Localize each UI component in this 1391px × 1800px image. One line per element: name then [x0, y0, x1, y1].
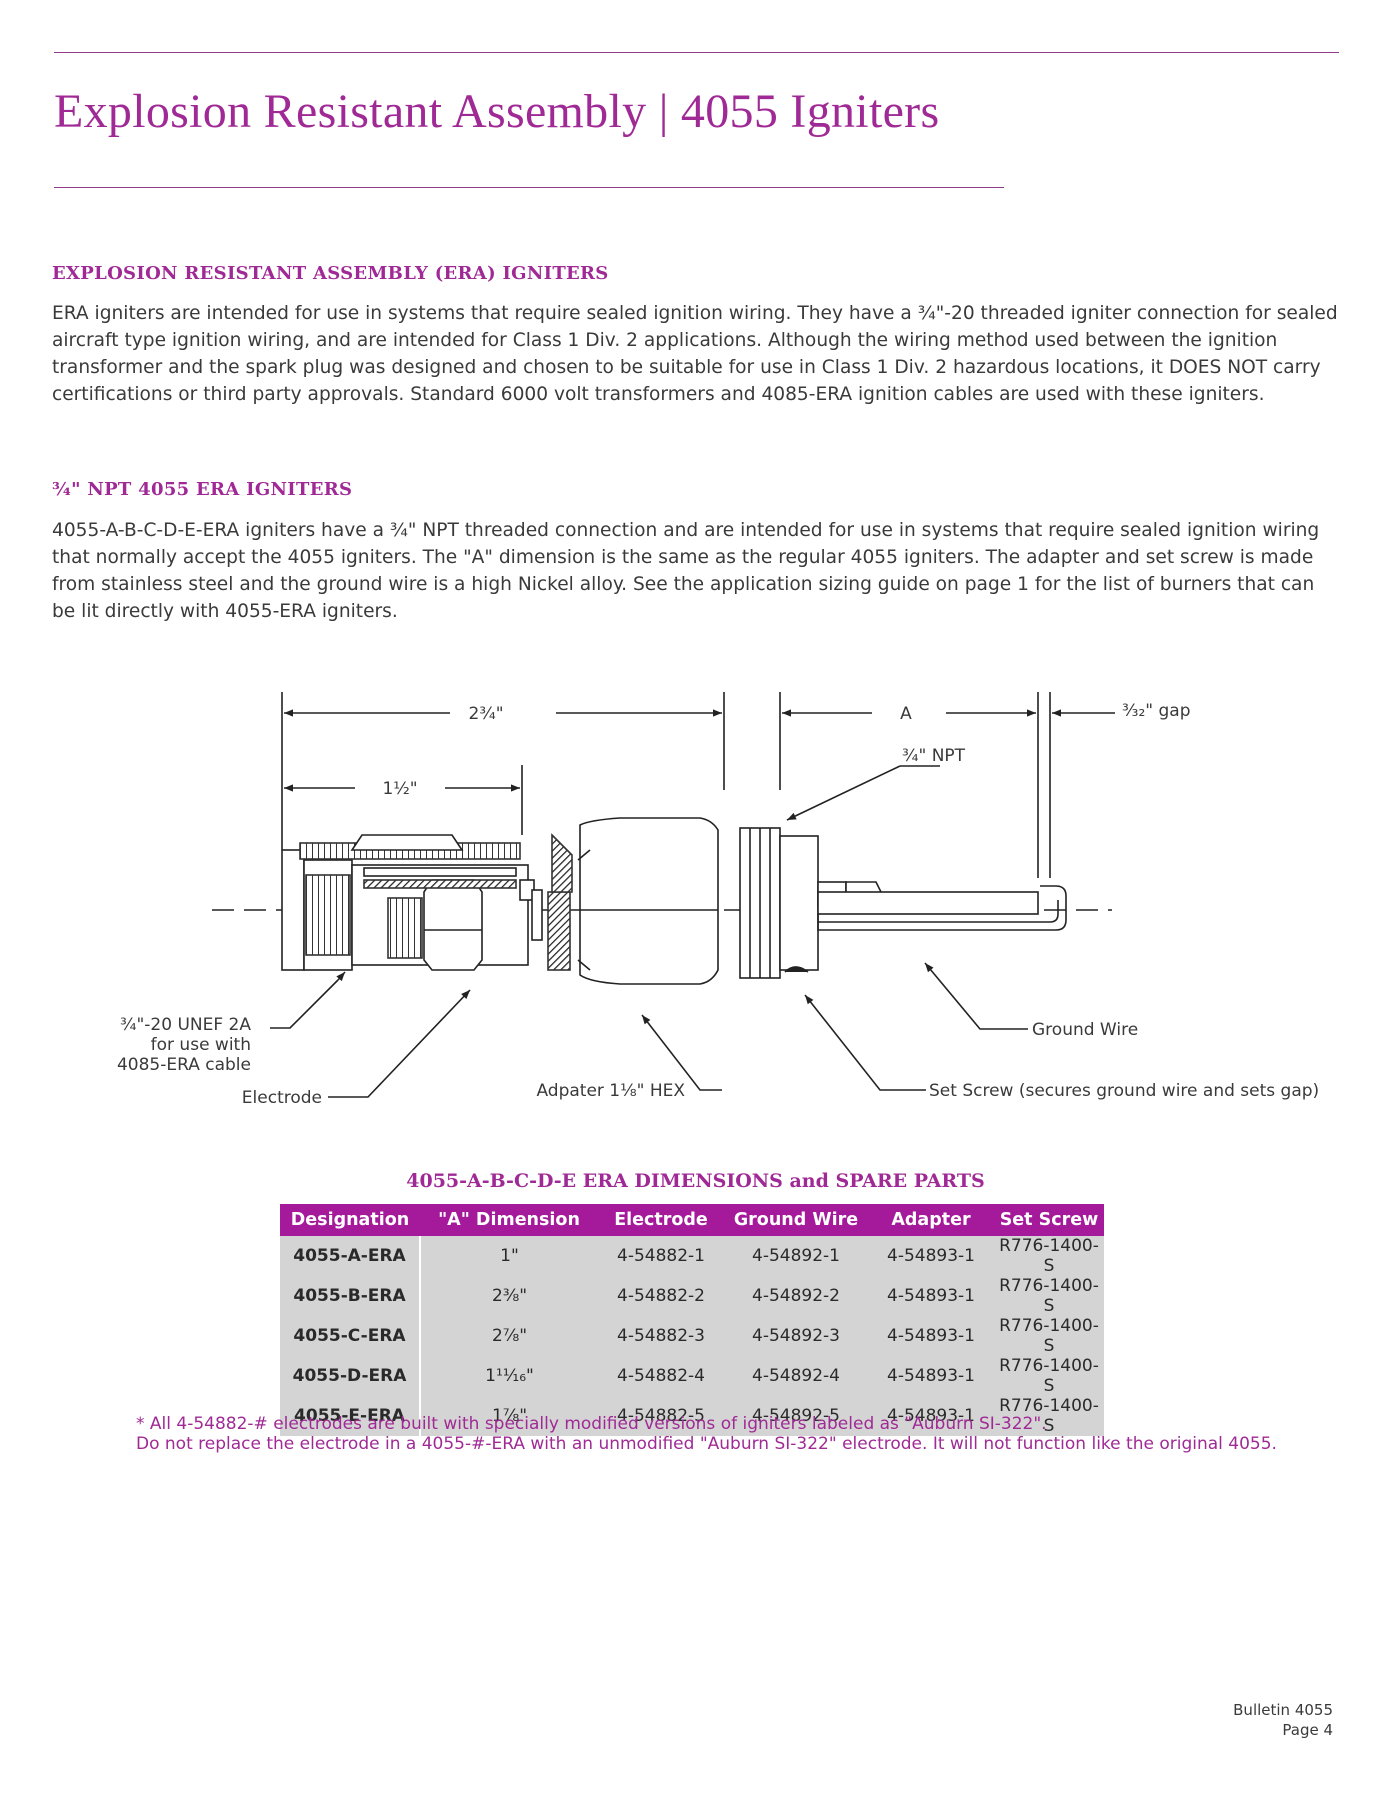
cell-a-dimension: 1¹¹⁄₁₆" — [420, 1356, 598, 1396]
cell-a-dimension: 1" — [420, 1236, 598, 1276]
table-row: 4055-B-ERA 2⅜" 4-54882-2 4-54892-2 4-548… — [280, 1276, 1104, 1316]
electrode-label: Electrode — [242, 1088, 322, 1108]
igniter-diagram: 2¾" A ³⁄₃₂" gap ¾" NPT 1½" ¾"-20 UNEF 2A… — [117, 692, 1319, 1108]
column-header-adapter: Adapter — [868, 1204, 994, 1236]
footnote-electrodes: * All 4-54882-# electrodes are built wit… — [136, 1414, 1047, 1434]
cell-set-screw: R776-1400-S — [994, 1396, 1104, 1436]
cell-set-screw: R776-1400-S — [994, 1356, 1104, 1396]
cell-designation: 4055-B-ERA — [280, 1276, 421, 1316]
dim-a-label: A — [900, 704, 912, 724]
cell-ground-wire: 4-54892-1 — [724, 1236, 868, 1276]
dim-gap-label: ³⁄₃₂" gap — [1122, 701, 1191, 721]
ground-wire-label: Ground Wire — [1032, 1020, 1138, 1040]
top-rule — [54, 52, 1339, 53]
thread-label-line1: ¾"-20 UNEF 2A — [120, 1015, 251, 1035]
section-heading-npt: ¾" NPT 4055 ERA IGNITERS — [52, 479, 353, 500]
setscrew-label: Set Screw (secures ground wire and sets … — [929, 1081, 1319, 1101]
dim-overall-label: 2¾" — [468, 704, 503, 724]
cell-designation: 4055-A-ERA — [280, 1236, 421, 1276]
footer-page-number: Page 4 — [1282, 1721, 1333, 1739]
cell-adapter: 4-54893-1 — [868, 1396, 994, 1436]
section-heading-era: EXPLOSION RESISTANT ASSEMBLY (ERA) IGNIT… — [52, 263, 609, 284]
table-row: 4055-E-ERA 1⅞" 4-54882-5 4-54892-5 4-548… — [280, 1396, 1104, 1436]
cell-set-screw: R776-1400-S — [994, 1316, 1104, 1356]
table-header-row: Designation "A" Dimension Electrode Grou… — [280, 1204, 1104, 1236]
cell-ground-wire: 4-54892-2 — [724, 1276, 868, 1316]
table-row: 4055-A-ERA 1" 4-54882-1 4-54892-1 4-5489… — [280, 1236, 1104, 1276]
cell-set-screw: R776-1400-S — [994, 1236, 1104, 1276]
cell-a-dimension: 2⅜" — [420, 1276, 598, 1316]
thread-label-line2: for use with — [151, 1035, 251, 1055]
adapter-label: Adpater 1⅛" HEX — [536, 1081, 685, 1101]
cell-a-dimension: 2⅞" — [420, 1316, 598, 1356]
column-header-designation: Designation — [280, 1204, 420, 1236]
footnote-replacement-warning: Do not replace the electrode in a 4055-#… — [136, 1434, 1277, 1454]
table-title: 4055-A-B-C-D-E ERA DIMENSIONS and SPARE … — [406, 1170, 985, 1192]
cell-electrode: 4-54882-2 — [598, 1276, 724, 1316]
column-header-a-dimension: "A" Dimension — [420, 1204, 598, 1236]
dim-npt-label: ¾" NPT — [902, 746, 966, 766]
footer-bulletin: Bulletin 4055 — [1233, 1701, 1333, 1719]
cell-electrode: 4-54882-5 — [598, 1396, 724, 1436]
cell-adapter: 4-54893-1 — [868, 1316, 994, 1356]
thread-label-line3: 4085-ERA cable — [117, 1055, 251, 1075]
cell-adapter: 4-54893-1 — [868, 1356, 994, 1396]
table-row: 4055-D-ERA 1¹¹⁄₁₆" 4-54882-4 4-54892-4 4… — [280, 1356, 1104, 1396]
title-underline — [54, 187, 1004, 188]
cell-designation: 4055-C-ERA — [280, 1316, 421, 1356]
spare-parts-table: Designation "A" Dimension Electrode Grou… — [280, 1204, 1104, 1436]
cell-electrode: 4-54882-3 — [598, 1316, 724, 1356]
section-paragraph-npt: 4055-A-B-C-D-E-ERA igniters have a ¾" NP… — [52, 520, 1320, 622]
cell-a-dimension: 1⅞" — [420, 1396, 598, 1436]
column-header-electrode: Electrode — [598, 1204, 724, 1236]
cell-designation: 4055-E-ERA — [280, 1396, 421, 1436]
cell-ground-wire: 4-54892-3 — [724, 1316, 868, 1356]
cell-adapter: 4-54893-1 — [868, 1276, 994, 1316]
table-row: 4055-C-ERA 2⅞" 4-54882-3 4-54892-3 4-548… — [280, 1316, 1104, 1356]
cell-set-screw: R776-1400-S — [994, 1276, 1104, 1316]
column-header-set-screw: Set Screw — [994, 1204, 1104, 1236]
page-title: Explosion Resistant Assembly | 4055 Igni… — [54, 85, 940, 138]
cell-electrode: 4-54882-1 — [598, 1236, 724, 1276]
cell-electrode: 4-54882-4 — [598, 1356, 724, 1396]
cell-ground-wire: 4-54892-4 — [724, 1356, 868, 1396]
cell-adapter: 4-54893-1 — [868, 1236, 994, 1276]
cell-designation: 4055-D-ERA — [280, 1356, 421, 1396]
cell-ground-wire: 4-54892-5 — [724, 1396, 868, 1436]
dim-half-label: 1½" — [382, 779, 417, 799]
column-header-ground-wire: Ground Wire — [724, 1204, 868, 1236]
section-paragraph-era: ERA igniters are intended for use in sys… — [52, 303, 1338, 405]
